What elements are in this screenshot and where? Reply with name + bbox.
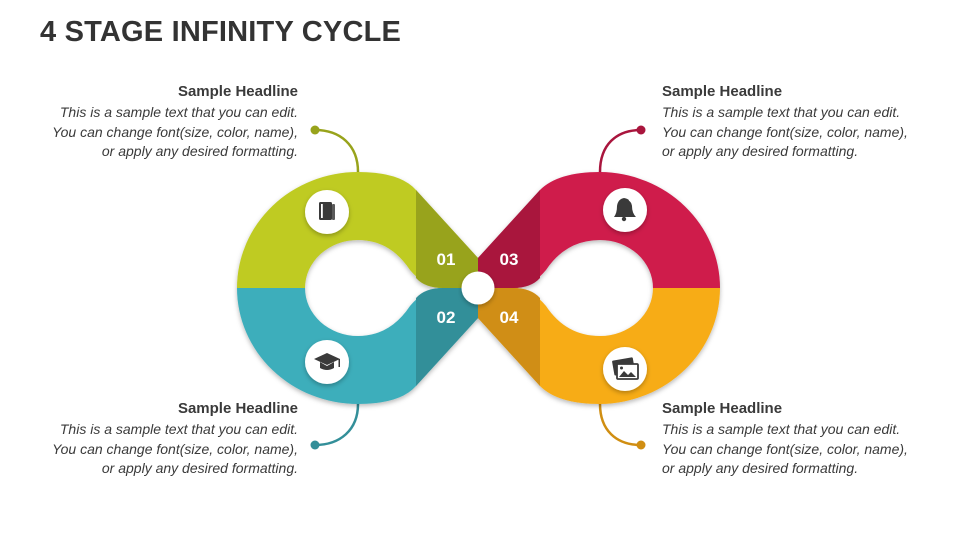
stage-1-number: 01 — [437, 250, 456, 269]
stage-3-headline: Sample Headline — [662, 83, 783, 100]
stage-2-text-block: Sample Headline This is a sample text th… — [38, 400, 298, 479]
stage-1-icon-badge — [305, 190, 349, 234]
stage-3-text: This is a sample text that you can edit.… — [662, 104, 908, 159]
stage-4-connector-dot — [636, 440, 646, 450]
stage-3-connector — [598, 128, 642, 173]
stage-3-text-block: Sample Headline This is a sample text th… — [662, 83, 922, 162]
stage-1-shade — [416, 190, 478, 288]
stage-3-number: 03 — [500, 250, 519, 269]
stage-4-headline: Sample Headline — [662, 400, 783, 417]
stage-2-headline: Sample Headline — [177, 400, 298, 417]
book-icon — [319, 202, 335, 220]
stage-4-text-block: Sample Headline This is a sample text th… — [662, 400, 922, 479]
stage-2-connector-dot — [310, 440, 320, 450]
stage-2-icon-badge — [305, 340, 349, 384]
stage-2-text: This is a sample text that you can edit.… — [52, 421, 298, 476]
center-node — [461, 271, 495, 305]
bell-icon — [614, 198, 636, 222]
page-title: 4 STAGE INFINITY CYCLE — [40, 16, 402, 48]
picture-icon — [612, 357, 639, 380]
stage-2-connector — [314, 403, 360, 447]
stage-4-text: This is a sample text that you can edit.… — [662, 421, 908, 476]
stage-4-icon-badge — [603, 347, 647, 391]
stage-1-text-block: Sample Headline This is a sample text th… — [38, 83, 298, 162]
stage-3-connector-dot — [636, 125, 646, 135]
stage-4-connector — [598, 403, 642, 447]
stage-1-connector — [314, 128, 360, 173]
graduation-cap-icon — [314, 353, 340, 370]
stage-1-headline: Sample Headline — [177, 83, 298, 100]
infinity-shape — [237, 172, 720, 404]
stage-2-number: 02 — [437, 308, 456, 327]
stage-4-shade — [478, 288, 540, 386]
stage-2-shade — [416, 288, 478, 386]
stage-3-icon-badge — [603, 188, 647, 232]
stage-4-number: 04 — [500, 308, 519, 327]
stage-1-text: This is a sample text that you can edit.… — [52, 104, 298, 159]
stage-1-connector-dot — [310, 125, 320, 135]
stage-3-shade — [478, 190, 540, 288]
